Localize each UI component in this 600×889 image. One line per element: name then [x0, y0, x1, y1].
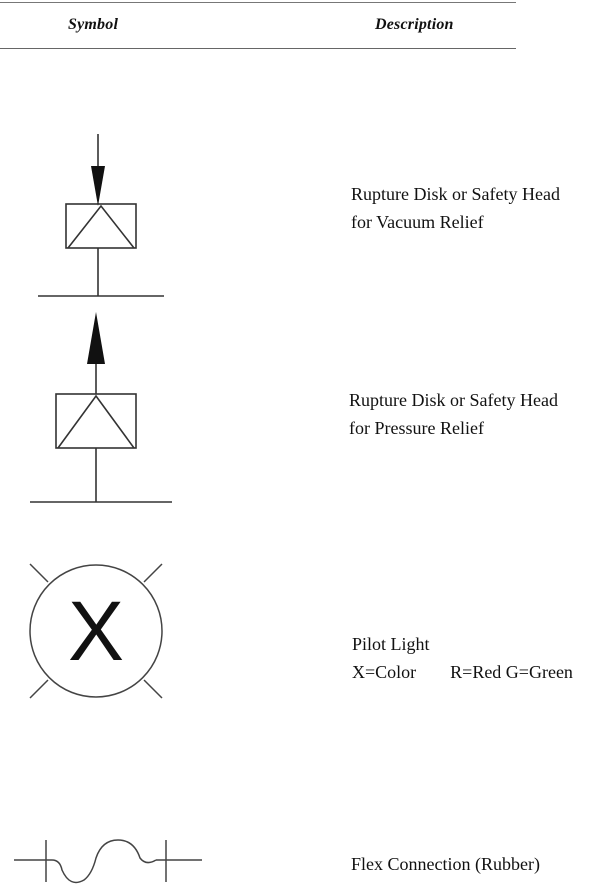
flex-connection-rubber-icon	[14, 839, 202, 884]
symbol-column-header: Symbol	[68, 16, 119, 33]
description-pressure-relief: Rupture Disk or Safety Head for Pressure…	[349, 386, 558, 442]
description-line: for Vacuum Relief	[351, 212, 484, 232]
header-rule	[0, 48, 516, 49]
description-line: Rupture Disk or Safety Head	[349, 390, 558, 410]
pilot-light-legend-row: X=Color R=Red G=Green	[352, 658, 573, 686]
description-column-header: Description	[375, 16, 454, 33]
pilot-light-color-letter: X	[68, 584, 124, 678]
description-line: Flex Connection (Rubber)	[351, 854, 540, 874]
rupture-disk-pressure-relief-icon	[30, 312, 172, 503]
rupture-disk-vacuum-relief-icon	[38, 134, 164, 297]
top-rule	[0, 2, 516, 3]
description-line: X=Color	[352, 662, 417, 682]
description-line: Rupture Disk or Safety Head	[351, 184, 560, 204]
description-vacuum-relief: Rupture Disk or Safety Head for Vacuum R…	[351, 180, 560, 236]
description-flex-connection: Flex Connection (Rubber)	[351, 850, 540, 878]
description-line: for Pressure Relief	[349, 418, 484, 438]
description-line: Pilot Light	[352, 634, 430, 654]
description-line: R=Red G=Green	[450, 662, 573, 682]
pilot-light-icon: X	[29, 563, 163, 699]
description-pilot-light: Pilot Light X=Color R=Red G=Green	[352, 630, 573, 686]
